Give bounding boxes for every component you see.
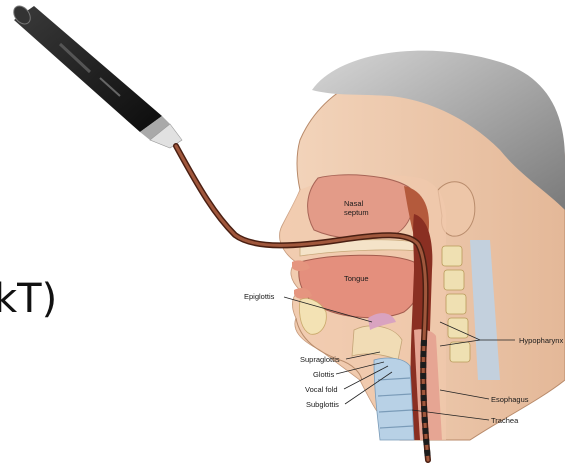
side-text: kT): [0, 276, 57, 322]
label-nasal-septum-line2: septum: [344, 208, 369, 217]
label-hypopharynx: Hypopharynx: [519, 336, 563, 345]
label-glottis: Glottis: [313, 370, 335, 379]
label-trachea: Trachea: [491, 416, 519, 425]
label-esophagus: Esophagus: [491, 395, 529, 404]
label-subglottis: Subglottis: [306, 400, 339, 409]
label-epiglottis: Epiglottis: [244, 292, 275, 301]
label-supraglottis: Supraglottis: [300, 355, 340, 364]
label-vocal-fold: Vocal fold: [305, 385, 338, 394]
label-nasal-septum-line1: Nasal: [344, 199, 364, 208]
label-tongue: Tongue: [344, 274, 369, 283]
